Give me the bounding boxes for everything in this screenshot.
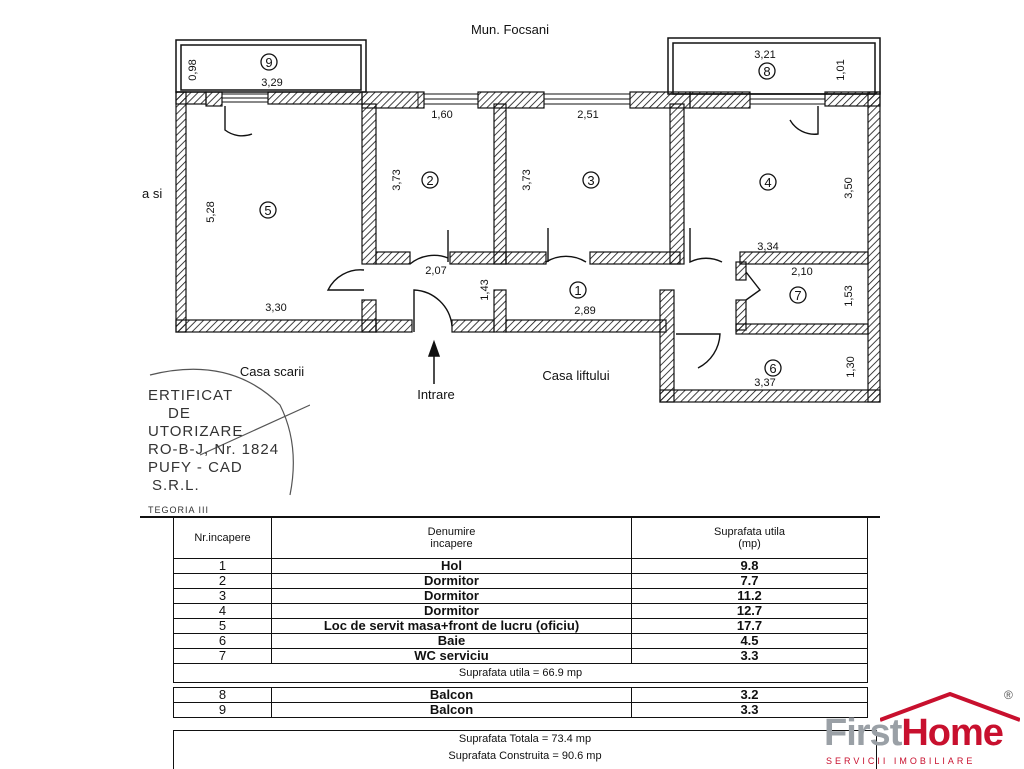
stamp-line: UTORIZARE xyxy=(148,423,244,440)
dim-label: 1,01 xyxy=(835,59,847,80)
row-nr: 2 xyxy=(173,573,272,589)
row-name: Baie xyxy=(271,633,632,649)
row-nr: 7 xyxy=(173,648,272,664)
row-nr: 8 xyxy=(173,687,272,703)
row-name: Dormitor xyxy=(271,573,632,589)
col-header-area: Suprafata utila (mp) xyxy=(631,517,868,559)
dim-label: 3,34 xyxy=(757,241,778,253)
row-name: Dormitor xyxy=(271,588,632,604)
dim-label: 2,51 xyxy=(577,109,598,121)
room-number-6: 6 xyxy=(769,361,776,376)
stair-label: Casa scarii xyxy=(240,364,304,379)
room-number-5: 5 xyxy=(264,203,271,218)
stamp-line: S.R.L. xyxy=(152,477,200,494)
row-name: WC serviciu xyxy=(271,648,632,664)
row-area: 3.3 xyxy=(631,648,868,664)
plan-left-cut-label: a si xyxy=(142,186,162,201)
dim-label: 3,50 xyxy=(843,177,855,198)
registered-mark: ® xyxy=(1004,688,1013,702)
lift-label: Casa liftului xyxy=(542,368,609,383)
stamp-line: ERTIFICAT xyxy=(148,387,234,404)
room-number-1: 1 xyxy=(574,283,581,298)
row-area: 4.5 xyxy=(631,633,868,649)
row-nr: 4 xyxy=(173,603,272,619)
row-nr: 9 xyxy=(173,702,272,718)
room-number-2: 2 xyxy=(426,173,433,188)
dim-label: 1,53 xyxy=(843,285,855,306)
row-nr: 5 xyxy=(173,618,272,634)
room-number-9: 9 xyxy=(265,55,272,70)
area-totals: Suprafata Totala = 73.4 mp Suprafata Con… xyxy=(173,730,877,769)
plan-top-label: Mun. Focsani xyxy=(471,22,549,37)
room-number-3: 3 xyxy=(587,173,594,188)
room-number-8: 8 xyxy=(763,64,770,79)
rooms-table: Nr.incapere Denumire incapere Suprafata … xyxy=(173,517,868,718)
row-area: 3.3 xyxy=(631,702,868,718)
useful-total-row: Suprafata utila = 66.9 mp xyxy=(173,663,868,683)
row-nr: 6 xyxy=(173,633,272,649)
row-name: Loc de servit masa+front de lucru (ofici… xyxy=(271,618,632,634)
row-area: 12.7 xyxy=(631,603,868,619)
row-name: Hol xyxy=(271,558,632,574)
room-number-markers xyxy=(259,53,807,377)
stamp-seal xyxy=(149,368,310,496)
dim-label: 3,29 xyxy=(261,77,282,89)
row-name: Balcon xyxy=(271,702,632,718)
dim-label: 3,73 xyxy=(391,169,403,190)
dim-label: 3,37 xyxy=(754,377,775,389)
dim-label: 1,43 xyxy=(479,279,491,300)
dim-label: 3,30 xyxy=(265,302,286,314)
logo-brand: FirstHome xyxy=(824,712,1004,755)
row-area: 17.7 xyxy=(631,618,868,634)
col-header-name: Denumire incapere xyxy=(271,517,632,559)
dim-label: 0,98 xyxy=(187,59,199,80)
logo-home: Home xyxy=(901,712,1004,754)
built-area: Suprafata Construita = 90.6 mp xyxy=(448,750,602,762)
certification-stamp: ERTIFICAT DE UTORIZARE RO-B-J, Nr. 1824 … xyxy=(140,365,310,515)
roof-icon xyxy=(880,692,1020,722)
dim-label: 2,89 xyxy=(574,305,595,317)
dim-label: 3,73 xyxy=(521,169,533,190)
row-name: Balcon xyxy=(271,687,632,703)
stamp-line: PUFY - CAD xyxy=(148,459,243,476)
dim-label: 1,60 xyxy=(431,109,452,121)
dim-label: 3,21 xyxy=(754,49,775,61)
useful-total: Suprafata utila = 66.9 mp xyxy=(173,663,868,683)
row-nr: 3 xyxy=(173,588,272,604)
windows xyxy=(221,92,826,108)
dim-label: 5,28 xyxy=(205,201,217,222)
stamp-line: RO-B-J, Nr. 1824 xyxy=(148,441,280,458)
floor-plan: Mun. Focsani a si Intrare Casa scarii Ca… xyxy=(140,22,881,518)
entrance-arrow xyxy=(427,339,441,384)
logo-first: First xyxy=(824,712,902,754)
dim-label: 2,07 xyxy=(425,265,446,277)
logo-tagline: SERVICII IMOBILIARE xyxy=(826,756,976,766)
total-area: Suprafata Totala = 73.4 mp xyxy=(458,733,592,745)
row-name: Dormitor xyxy=(271,603,632,619)
row-area: 9.8 xyxy=(631,558,868,574)
room-number-7: 7 xyxy=(794,288,801,303)
stamp-line: TEGORIA III xyxy=(148,505,210,515)
room-number-4: 4 xyxy=(764,175,771,190)
col-header-nr: Nr.incapere xyxy=(173,517,272,559)
row-area: 11.2 xyxy=(631,588,868,604)
firsthome-logo: ® FirstHome SERVICII IMOBILIARE xyxy=(820,688,1024,768)
doors xyxy=(224,106,819,369)
row-nr: 1 xyxy=(173,558,272,574)
row-area: 7.7 xyxy=(631,573,868,589)
dim-label: 1,30 xyxy=(845,356,857,377)
stamp-line: DE xyxy=(168,405,191,422)
entrance-label: Intrare xyxy=(417,387,455,402)
dim-label: 2,10 xyxy=(791,266,812,278)
walls xyxy=(175,91,881,403)
